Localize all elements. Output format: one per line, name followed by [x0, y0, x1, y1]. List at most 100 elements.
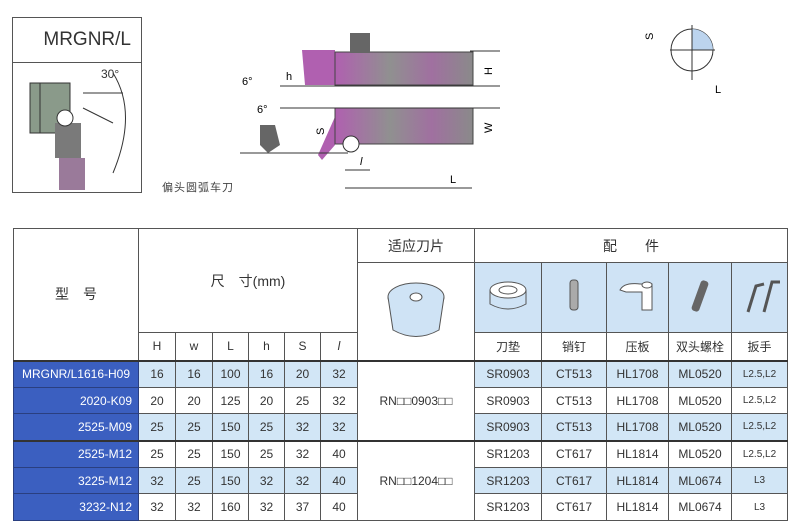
dim-H-label: H	[483, 67, 495, 75]
dim-cell: 32	[320, 413, 358, 442]
dim-col-h: h	[248, 332, 285, 361]
corner-S-label: S	[644, 33, 656, 40]
diagram-caption: 偏头圆弧车刀	[162, 182, 234, 194]
part-cell: HL1708	[606, 413, 669, 442]
dim-cell: 32	[138, 493, 176, 522]
part-cell: L2.5,L2	[731, 359, 788, 388]
dim-cell: 150	[212, 413, 249, 442]
clamp-icon-cell	[606, 262, 669, 333]
dim-L-label: L	[450, 174, 456, 186]
dim-cell: 25	[138, 439, 176, 468]
model-header: 型 号	[13, 228, 139, 361]
dim-cell: 32	[248, 493, 285, 522]
dim-cell: 25	[248, 439, 285, 468]
part-cell: CT513	[541, 359, 607, 388]
part-col-clamp: 压板	[606, 332, 669, 361]
dim-cell: 20	[284, 359, 321, 388]
dim-l-label: l	[360, 156, 363, 168]
part-cell: CT617	[541, 466, 607, 495]
dim-cell: 160	[212, 493, 249, 522]
wrench-icon	[746, 280, 780, 313]
dim-cell: 32	[284, 413, 321, 442]
dim-col-H: H	[138, 332, 176, 361]
angle-30-label: 30°	[101, 67, 119, 81]
model-title: MRGNR/L	[13, 18, 141, 63]
dim-cell: 25	[175, 439, 213, 468]
turning-diagram: 30°	[29, 67, 126, 190]
dim-cell: 20	[248, 386, 285, 415]
dim-cell: 40	[320, 439, 358, 468]
part-cell: CT617	[541, 493, 607, 522]
dim-cell: 125	[212, 386, 249, 415]
insert-image	[357, 262, 475, 361]
dim-cell: 32	[138, 466, 176, 495]
part-cell: ML0520	[668, 359, 732, 388]
dim-cell: 20	[175, 386, 213, 415]
part-cell: ML0520	[668, 413, 732, 442]
tool-drawing: h H 6° S W 6° l L	[240, 33, 500, 189]
dim-cell: 32	[284, 466, 321, 495]
spec-table: 型 号 尺 寸(mm) 适应刀片 配 件 H w L h S l 刀垫 销钉 压…	[13, 228, 788, 522]
part-cell: ML0674	[668, 466, 732, 495]
dim-cell: 100	[212, 359, 249, 388]
part-cell: CT513	[541, 413, 607, 442]
part-cell: ML0520	[668, 439, 732, 468]
part-cell: SR1203	[474, 493, 542, 522]
dim-cell: 16	[175, 359, 213, 388]
parts-header: 配 件	[474, 228, 788, 263]
dim-col-L: L	[212, 332, 249, 361]
dim-cell: 25	[248, 413, 285, 442]
part-cell: L3	[731, 466, 788, 495]
clamp-icon	[618, 281, 652, 311]
part-cell: HL1814	[606, 466, 669, 495]
dim-cell: 150	[212, 439, 249, 468]
dims-header: 尺 寸(mm)	[138, 228, 358, 333]
dim-cell: 150	[212, 466, 249, 495]
dim-cell: 32	[248, 466, 285, 495]
dim-cell: 32	[175, 493, 213, 522]
dim-W-label: W	[483, 122, 495, 133]
dim-cell: 16	[138, 359, 176, 388]
model-cell: 3232-N12	[13, 493, 139, 522]
shim-icon	[489, 281, 527, 310]
part-cell: L2.5,L2	[731, 439, 788, 468]
part-cell: SR1203	[474, 439, 542, 468]
dim-cell: 20	[138, 386, 176, 415]
dim-cell: 25	[175, 413, 213, 442]
dim-col-S: S	[284, 332, 321, 361]
angle-6-bottom-label: 6°	[257, 104, 268, 116]
wrench-icon-cell	[731, 262, 788, 333]
dim-h-label: h	[286, 71, 292, 83]
dim-S-label: S	[315, 128, 327, 135]
model-cell: 2525-M12	[13, 439, 139, 468]
model-cell: 3225-M12	[13, 466, 139, 495]
part-cell: L2.5,L2	[731, 413, 788, 442]
dim-cell: 16	[248, 359, 285, 388]
model-cell: 2525-M09	[13, 413, 139, 442]
dim-cell: 40	[320, 493, 358, 522]
dim-cell: 40	[320, 466, 358, 495]
part-cell: HL1814	[606, 439, 669, 468]
part-col-wrench: 扳手	[731, 332, 788, 361]
part-cell: SR0903	[474, 359, 542, 388]
dim-cell: 25	[175, 466, 213, 495]
insert-code-cell: RN□□0903□□	[357, 359, 475, 442]
angle-6-top-label: 6°	[242, 76, 253, 88]
part-cell: HL1814	[606, 493, 669, 522]
part-cell: SR0903	[474, 413, 542, 442]
part-cell: ML0674	[668, 493, 732, 522]
stud-screw-icon	[691, 280, 709, 312]
part-col-screw: 双头螺栓	[668, 332, 732, 361]
part-cell: HL1708	[606, 359, 669, 388]
dim-cell: 32	[284, 439, 321, 468]
part-cell: CT513	[541, 386, 607, 415]
part-col-pin: 销钉	[541, 332, 607, 361]
pin-icon-cell	[541, 262, 607, 333]
part-cell: L2.5,L2	[731, 386, 788, 415]
dim-col-w: w	[175, 332, 213, 361]
